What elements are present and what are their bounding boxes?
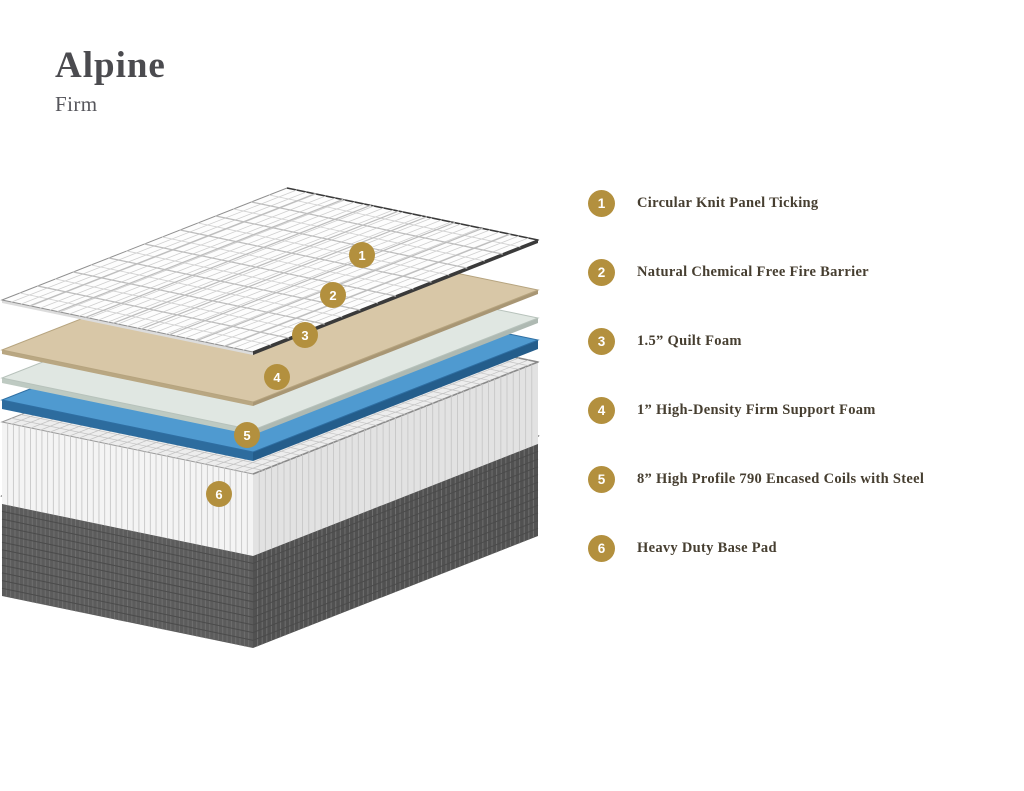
legend-number-badge: 6	[588, 535, 615, 562]
legend-item-4: 4 1” High-Density Firm Support Foam	[588, 397, 924, 424]
legend-label: Heavy Duty Base Pad	[637, 540, 777, 556]
legend: 1 Circular Knit Panel Ticking 2 Natural Che…	[588, 190, 924, 562]
legend-item-1: 1 Circular Knit Panel Ticking	[588, 190, 924, 217]
legend-label: 8” High Profile 790 Encased Coils with S…	[637, 471, 925, 487]
diagram-marker-6: 6	[206, 481, 232, 507]
diagram-marker-5: 5	[234, 422, 260, 448]
diagram-marker-2: 2	[320, 282, 346, 308]
diagram-marker-1: 1	[349, 242, 375, 268]
product-firmness: Firm	[55, 91, 98, 116]
legend-item-5: 5 8” High Profile 790 Encased Coils with …	[588, 466, 924, 493]
legend-label: 1” High-Density Firm Support Foam	[637, 402, 876, 418]
diagram-marker-3: 3	[292, 322, 318, 348]
legend-number-badge: 4	[588, 397, 615, 424]
legend-number-badge: 5	[588, 466, 615, 493]
diagram-marker-4: 4	[264, 364, 290, 390]
legend-label: 1.5” Quilt Foam	[637, 333, 742, 349]
legend-item-6: 6 Heavy Duty Base Pad	[588, 535, 924, 562]
header: Alpine Firm	[55, 45, 166, 117]
legend-number-badge: 3	[588, 328, 615, 355]
legend-item-3: 3 1.5” Quilt Foam	[588, 328, 924, 355]
legend-label: Circular Knit Panel Ticking	[637, 195, 819, 211]
legend-number-badge: 2	[588, 259, 615, 286]
product-title: Alpine	[55, 45, 166, 86]
legend-number-badge: 1	[588, 190, 615, 217]
legend-item-2: 2 Natural Chemical Free Fire Barrier	[588, 259, 924, 286]
mattress-layers-illustration	[0, 187, 540, 648]
legend-label: Natural Chemical Free Fire Barrier	[637, 264, 869, 280]
